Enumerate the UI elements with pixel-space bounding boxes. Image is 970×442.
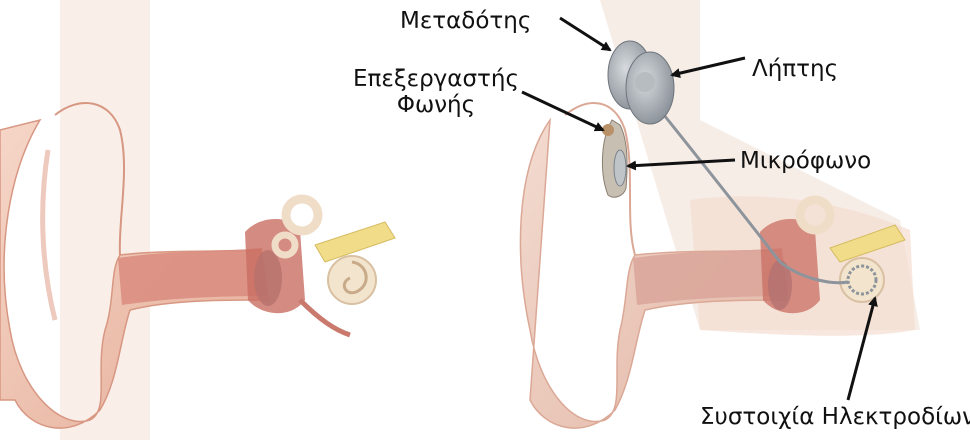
label-speech-processor: Επεξεργαστής Φωνής [346,66,526,119]
left-ear [0,0,395,440]
label-receiver: Λήπτης [752,56,838,82]
microphone-device [614,150,626,186]
label-speech-processor-line2: Φωνής [346,92,526,118]
label-transmitter: Μεταδότης [400,8,531,34]
label-electrode-array: Συστοιχία Ηλεκτροδίων [700,404,970,430]
arrow-transmitter [560,18,610,50]
label-speech-processor-line1: Επεξεργαστής [346,66,526,92]
arrow-processor [522,92,603,130]
label-microphone: Μικρόφωνο [740,148,871,174]
